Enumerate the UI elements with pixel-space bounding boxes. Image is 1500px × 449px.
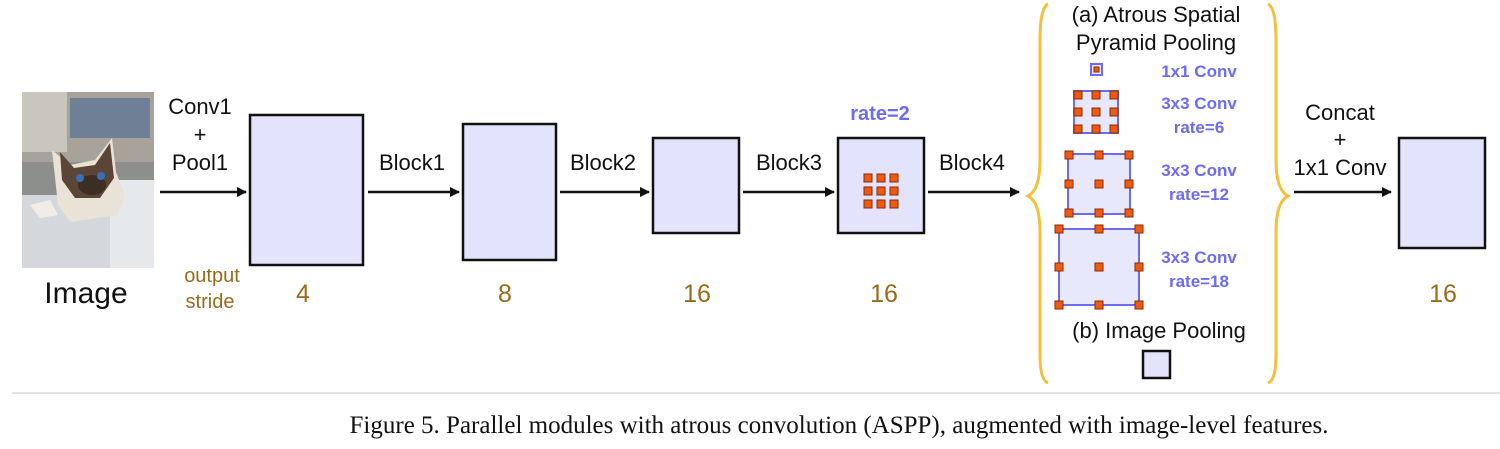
rate-2-kernel — [863, 173, 899, 209]
head-label-concat: Concat — [1305, 100, 1375, 125]
feature-map-stride-16-block4 — [836, 136, 926, 235]
feature-map-stride-4 — [248, 113, 365, 267]
stride-value-4: 4 — [296, 280, 310, 308]
block2-label: Block2 — [570, 150, 636, 175]
branch-rate6-label-line1: 3x3 Conv — [1161, 94, 1237, 113]
figure-caption: Figure 5. Parallel modules with atrous c… — [350, 412, 1329, 439]
branch-rate18-label-line1: 3x3 Conv — [1161, 248, 1237, 267]
block3-label: Block3 — [756, 150, 822, 175]
feature-map-output — [1397, 136, 1487, 250]
block4-rate-label: rate=2 — [850, 103, 910, 125]
stride-value-16-block3: 16 — [683, 280, 711, 308]
image-label: Image — [44, 277, 127, 310]
branch-rate18-label-line2: rate=18 — [1169, 272, 1229, 291]
output-label: output — [184, 265, 240, 287]
kernel-1x1 — [1090, 63, 1103, 76]
head-label-plus: + — [1334, 127, 1347, 152]
kernel-3x3-rate-18 — [1054, 224, 1144, 310]
branch-rate12-label-line1: 3x3 Conv — [1161, 161, 1237, 180]
kernel-3x3-rate-6 — [1073, 90, 1119, 134]
stride-label: stride — [186, 291, 235, 313]
image-pooling-label: (b) Image Pooling — [1072, 318, 1246, 343]
stride-value-16-output: 16 — [1429, 280, 1457, 308]
stem-label-pool1: Pool1 — [172, 150, 228, 175]
kernel-3x3-rate-12 — [1064, 150, 1134, 218]
stride-value-8: 8 — [498, 280, 512, 308]
block4-label: Block4 — [939, 150, 1005, 175]
stem-label-plus: + — [194, 122, 207, 147]
left-brace — [1024, 2, 1049, 385]
head-label-conv: 1x1 Conv — [1294, 155, 1387, 180]
branch-1x1-label: 1x1 Conv — [1161, 62, 1237, 81]
feature-map-stride-8 — [461, 122, 558, 262]
stride-value-16-block4: 16 — [870, 280, 898, 308]
branch-rate12-label-line2: rate=12 — [1169, 185, 1229, 204]
aspp-title-line1: (a) Atrous Spatial — [1072, 2, 1241, 27]
stem-label-conv1: Conv1 — [168, 94, 232, 119]
block1-label: Block1 — [379, 150, 445, 175]
right-brace — [1267, 2, 1292, 385]
feature-map-stride-16-block3 — [651, 136, 741, 235]
input-image — [22, 92, 154, 268]
image-pooling-box — [1141, 349, 1172, 380]
aspp-title-line2: Pyramid Pooling — [1076, 30, 1236, 55]
branch-rate6-label-line2: rate=6 — [1174, 118, 1225, 137]
